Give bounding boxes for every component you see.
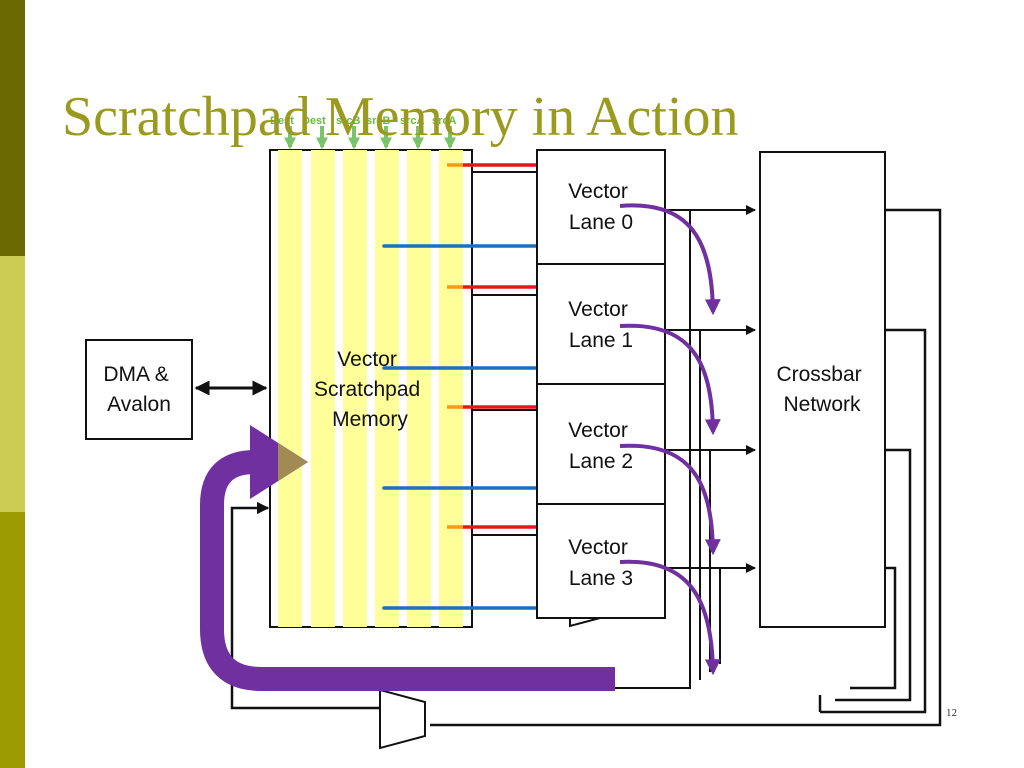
vector-lane-2-box	[536, 383, 666, 505]
pointer-arrows	[284, 126, 456, 150]
scratchpad-label: Vector Scratchpad Memory	[314, 348, 426, 431]
writeback-mux	[379, 688, 426, 750]
page-number: 12	[946, 707, 957, 719]
pointer-label-srca-2: srcA	[432, 115, 457, 127]
pointer-label-srca-1: srcA	[400, 115, 425, 127]
side-bar-bottom	[0, 512, 25, 768]
pointer-label-srcb-2: srcB	[366, 115, 391, 127]
scratchpad-lane-bus	[472, 171, 537, 536]
slide-title: Scratchpad Memory in Action	[62, 86, 739, 148]
pointer-label-dest-1: Dest	[270, 115, 294, 127]
vector-lane-0-label: Vector Lane 0	[568, 180, 633, 234]
dma-avalon-box	[85, 339, 193, 440]
dma-avalon-label: DMA & Avalon	[103, 363, 174, 416]
side-bar-middle	[0, 256, 25, 512]
vector-lane-1-box	[536, 263, 666, 385]
crossbar-return-wires	[430, 208, 942, 727]
vector-lane-1-label: Vector Lane 1	[568, 298, 633, 352]
scratchpad-memory-box	[269, 149, 473, 628]
src-a-arrow-tails	[447, 163, 463, 529]
pointer-label-srcb-1: srcB	[336, 115, 361, 127]
crossbar-network-label: Crossbar Network	[776, 363, 867, 416]
vector-lane-2-label: Vector Lane 2	[568, 419, 633, 473]
crossbar-network-box	[759, 151, 886, 628]
vector-lane-3-label: Vector Lane 3	[568, 536, 633, 590]
pointer-labels: Dest Dest srcB srcB srcA srcA	[270, 115, 457, 127]
side-bar-top	[0, 0, 25, 256]
writeback-arrowhead-overlap	[278, 443, 308, 481]
scratchpad-stripes	[278, 150, 463, 627]
pointer-label-dest-2: Dest	[302, 115, 326, 127]
mux-to-scratchpad-wire	[230, 501, 380, 710]
writeback-curves	[619, 203, 721, 676]
writeback-path-to-scratchpad	[200, 450, 615, 691]
